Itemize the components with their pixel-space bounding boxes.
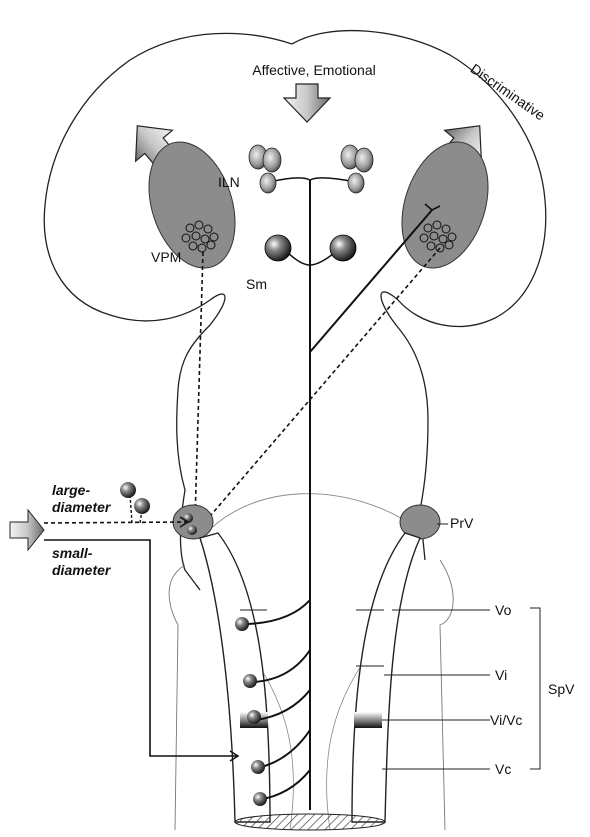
sm-neuron-left — [265, 235, 291, 261]
label-small-1: small- — [52, 545, 93, 561]
dashed-projection-right — [205, 248, 440, 522]
iln-left-lobes — [249, 145, 281, 193]
label-small-2: diameter — [52, 562, 112, 578]
input-arrow — [10, 510, 44, 550]
vi-vc-band-right — [354, 712, 382, 728]
label-iln: ILN — [218, 174, 240, 190]
large-diameter-fiber — [44, 522, 186, 523]
cerebrum-outline — [44, 31, 546, 590]
label-affective: Affective, Emotional — [252, 62, 375, 78]
spv-column-right — [352, 533, 420, 822]
affective-arrow — [284, 84, 330, 122]
label-vo: Vo — [495, 602, 512, 618]
label-vpm: VPM — [151, 249, 181, 265]
hatched-base — [235, 814, 385, 830]
label-spv: SpV — [548, 681, 575, 697]
label-vi: Vi — [495, 667, 507, 683]
label-large-1: large- — [52, 482, 90, 498]
spv-column-left — [200, 533, 270, 822]
vpm-nucleus-right — [387, 131, 503, 279]
label-discriminative: Discriminative — [468, 60, 549, 123]
iln-right-lobes — [341, 145, 373, 193]
dorsal-root-ganglion-cell — [120, 482, 136, 498]
label-prv: PrV — [450, 515, 474, 531]
prv-neuron — [187, 525, 197, 535]
dorsal-root-ganglion-cell — [134, 498, 150, 514]
tract-to-right-vpm — [310, 210, 432, 352]
label-vc: Vc — [495, 761, 511, 777]
brainstem-outline — [169, 560, 453, 830]
dashed-projection-left — [195, 252, 203, 520]
sm-neuron-right — [330, 235, 356, 261]
label-large-2: diameter — [52, 499, 112, 515]
label-vi-vc: Vi/Vc — [490, 712, 522, 728]
label-sm: Sm — [246, 276, 267, 292]
iln-branches — [270, 178, 355, 195]
